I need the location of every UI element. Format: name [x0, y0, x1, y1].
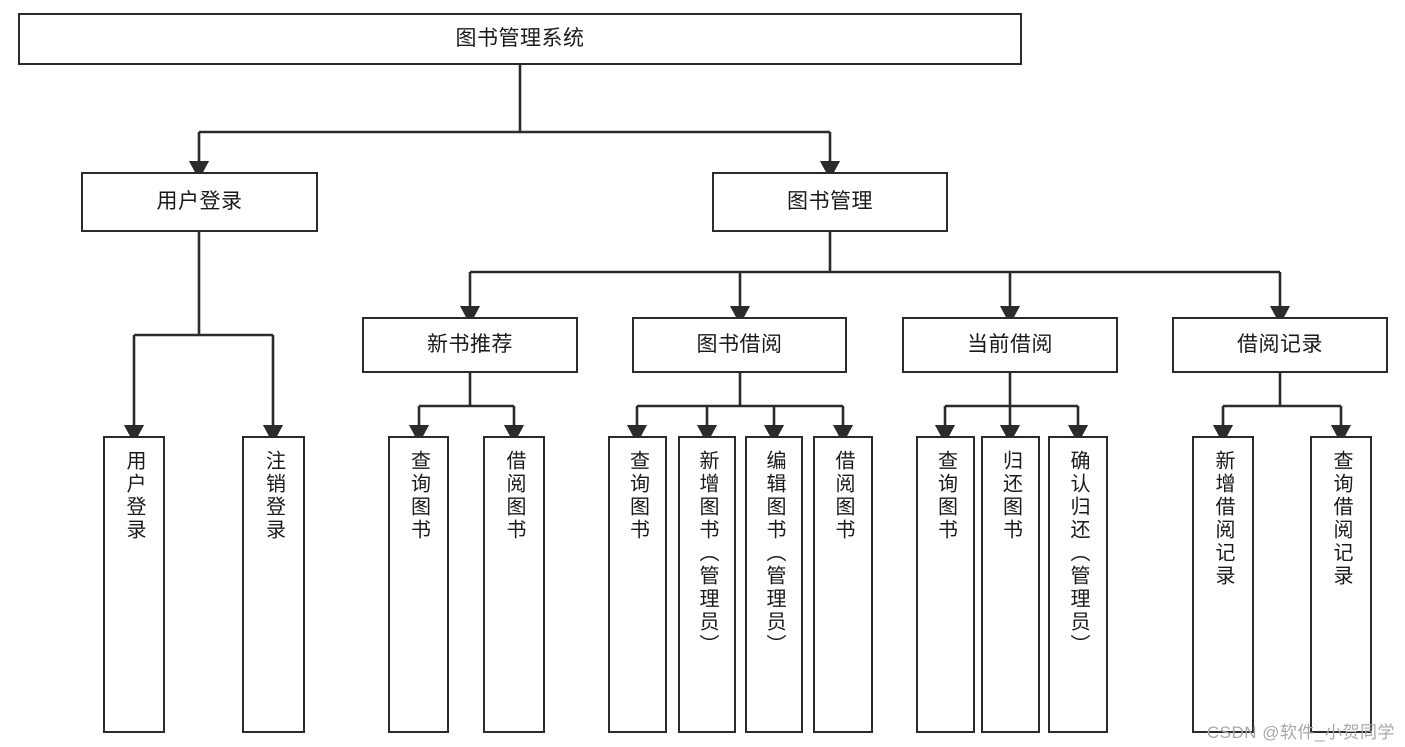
node-root-label: 图书管理系统	[455, 26, 585, 50]
node-new-book-recommend-label: 新书推荐	[427, 332, 513, 356]
leaf-borrow-book[interactable]: 借阅图书	[813, 436, 873, 733]
node-user-login[interactable]: 用户登录	[81, 172, 318, 232]
node-borrow-record-label: 借阅记录	[1237, 332, 1323, 356]
node-new-book-recommend[interactable]: 新书推荐	[362, 317, 578, 373]
node-book-management[interactable]: 图书管理	[712, 172, 948, 232]
leaf-query-book-borrow[interactable]: 查询图书	[608, 436, 667, 733]
leaf-query-book-recommend-label: 查询图书	[407, 450, 430, 542]
leaf-add-book-admin-label: 新增图书（管理员）	[696, 450, 718, 657]
leaf-borrow-book-recommend[interactable]: 借阅图书	[483, 436, 545, 733]
leaf-borrow-book-recommend-label: 借阅图书	[503, 450, 525, 542]
leaf-query-book-current-label: 查询图书	[934, 450, 957, 542]
node-current-borrow[interactable]: 当前借阅	[902, 317, 1118, 373]
leaf-add-book-admin[interactable]: 新增图书（管理员）	[678, 436, 736, 733]
leaf-query-book-current[interactable]: 查询图书	[916, 436, 975, 733]
node-book-management-label: 图书管理	[787, 189, 873, 213]
node-borrow-record[interactable]: 借阅记录	[1172, 317, 1388, 373]
leaf-query-book-borrow-label: 查询图书	[626, 450, 649, 542]
leaf-edit-book-admin-label: 编辑图书（管理员）	[763, 450, 785, 657]
csdn-watermark: CSDN @软件_小贺同学	[1206, 723, 1395, 742]
node-user-login-label: 用户登录	[156, 189, 243, 213]
leaf-user-login-label: 用户登录	[123, 450, 145, 542]
leaf-logout-login-label: 注销登录	[262, 450, 285, 542]
leaf-add-borrow-record[interactable]: 新增借阅记录	[1192, 436, 1254, 733]
leaf-query-book-recommend[interactable]: 查询图书	[388, 436, 449, 733]
leaf-logout-login[interactable]: 注销登录	[242, 436, 305, 733]
node-current-borrow-label: 当前借阅	[967, 332, 1053, 356]
node-book-borrow[interactable]: 图书借阅	[632, 317, 847, 373]
leaf-confirm-return-admin[interactable]: 确认归还（管理员）	[1048, 436, 1108, 733]
leaf-query-borrow-record-label: 查询借阅记录	[1330, 450, 1352, 588]
leaf-query-borrow-record[interactable]: 查询借阅记录	[1310, 436, 1372, 733]
leaf-user-login[interactable]: 用户登录	[103, 436, 165, 733]
leaf-return-book-label: 归还图书	[999, 450, 1022, 542]
leaf-confirm-return-admin-label: 确认归还（管理员）	[1067, 450, 1089, 657]
leaf-borrow-book-label: 借阅图书	[832, 450, 854, 542]
node-book-borrow-label: 图书借阅	[696, 332, 783, 356]
leaf-return-book[interactable]: 归还图书	[981, 436, 1040, 733]
leaf-add-borrow-record-label: 新增借阅记录	[1212, 450, 1234, 588]
node-root[interactable]: 图书管理系统	[18, 13, 1022, 65]
leaf-edit-book-admin[interactable]: 编辑图书（管理员）	[745, 436, 803, 733]
